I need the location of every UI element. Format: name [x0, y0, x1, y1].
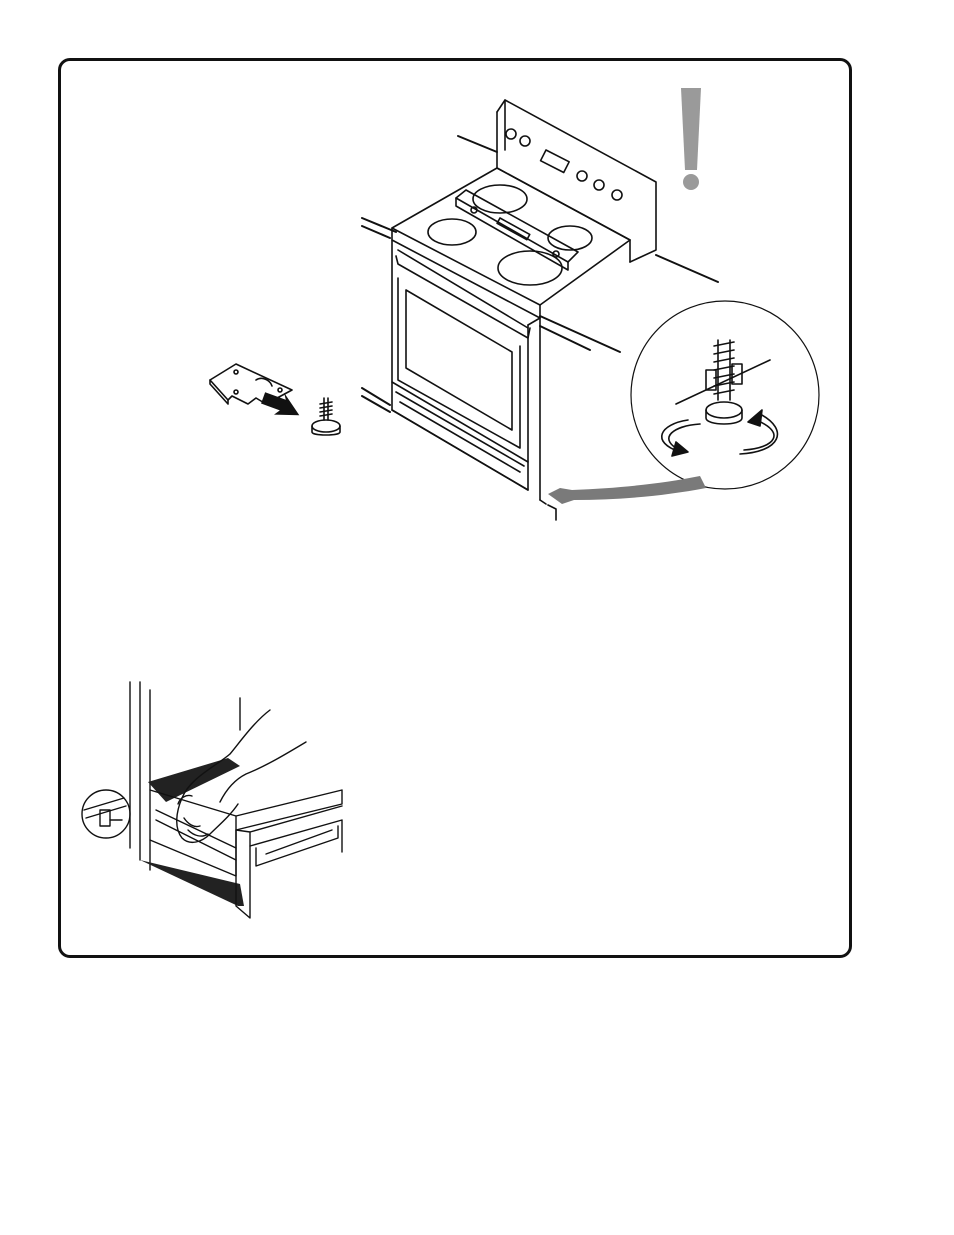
range-icon [392, 100, 656, 520]
storage-drawer-illustration [70, 670, 370, 930]
drawer-cavity-shadow [140, 758, 244, 906]
leveling-leg-detail [631, 301, 819, 489]
leveling-leg-icon [312, 398, 340, 435]
drawer-glide-detail-icon [82, 790, 130, 838]
detail-pointer-arrow [548, 476, 706, 504]
caution-exclamation-icon [681, 88, 701, 190]
rotation-arrows-icon [662, 410, 778, 456]
range-leveling-illustration [0, 0, 954, 560]
